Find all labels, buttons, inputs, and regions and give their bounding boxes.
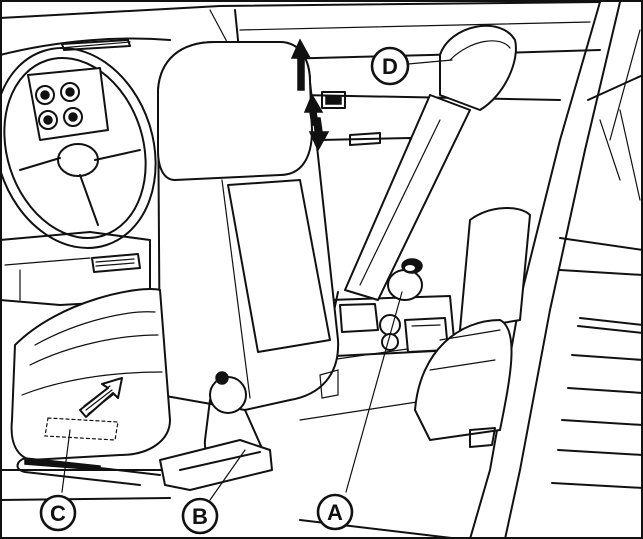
passenger-seat — [329, 24, 517, 331]
driver-seat — [10, 41, 340, 491]
headrest-adjust-arrows — [290, 38, 330, 152]
callout-a-label: A — [327, 500, 343, 525]
headrest — [439, 24, 517, 111]
callout-b-label: B — [192, 504, 208, 529]
callout-d-label: D — [382, 54, 398, 79]
center-console — [0, 231, 456, 357]
rear-seat — [414, 207, 531, 448]
callout-a: A — [316, 493, 354, 531]
callout-d: D — [370, 46, 410, 86]
callout-c: C — [39, 494, 77, 532]
recline-knob — [387, 269, 423, 301]
callout-b: B — [181, 497, 219, 535]
callout-c-label: C — [50, 501, 66, 526]
steering-wheel — [0, 47, 157, 249]
leader-lines — [61, 59, 453, 501]
